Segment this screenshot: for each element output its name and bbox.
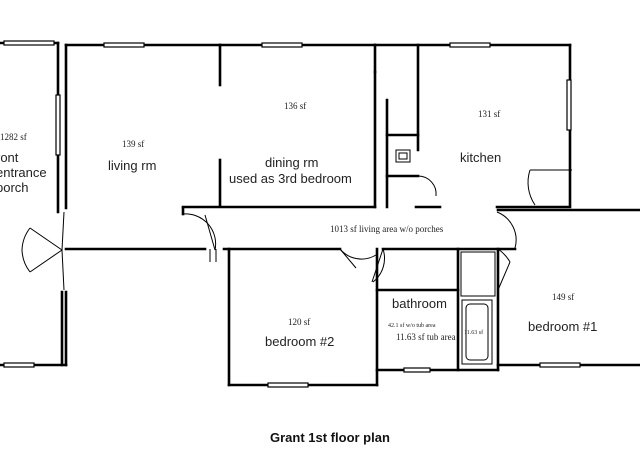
- kitchen-label: kitchen: [460, 150, 501, 165]
- bathroom-label: bathroom: [392, 296, 447, 311]
- porch-line1: ront: [0, 150, 19, 165]
- porch-line2: entrance: [0, 165, 47, 180]
- plan-title: Grant 1st floor plan: [270, 430, 390, 445]
- dining-area: 136 sf: [284, 101, 306, 111]
- kitchen-area: 131 sf: [478, 109, 500, 119]
- bathroom-note2: 11.63 sf tub area: [396, 332, 456, 342]
- closet-piece: [460, 251, 496, 297]
- tub-area: 11.63 sf: [464, 329, 483, 336]
- bathroom-note1: 42.1 sf w/o tub area: [388, 322, 436, 329]
- porch-area: 1282 sf: [0, 132, 27, 142]
- windows: [3, 40, 581, 388]
- bedroom2-area: 120 sf: [288, 317, 310, 327]
- living-label: living rm: [108, 158, 156, 173]
- labels: 1282 sf ront entrance porch 139 sf livin…: [0, 101, 597, 445]
- chimney: [395, 149, 411, 163]
- bedroom2-label: bedroom #2: [265, 334, 334, 349]
- dining-line2: used as 3rd bedroom: [229, 171, 352, 186]
- doors: [21, 169, 572, 291]
- porch-line3: porch: [0, 180, 29, 195]
- dining-line1: dining rm: [265, 155, 318, 170]
- bedroom1-area: 149 sf: [552, 292, 574, 302]
- fixtures: [395, 149, 496, 365]
- hall-note: 1013 sf living area w/o porches: [330, 224, 444, 234]
- bathtub: [461, 299, 493, 365]
- bedroom1-label: bedroom #1: [528, 319, 597, 334]
- living-area: 139 sf: [122, 139, 144, 149]
